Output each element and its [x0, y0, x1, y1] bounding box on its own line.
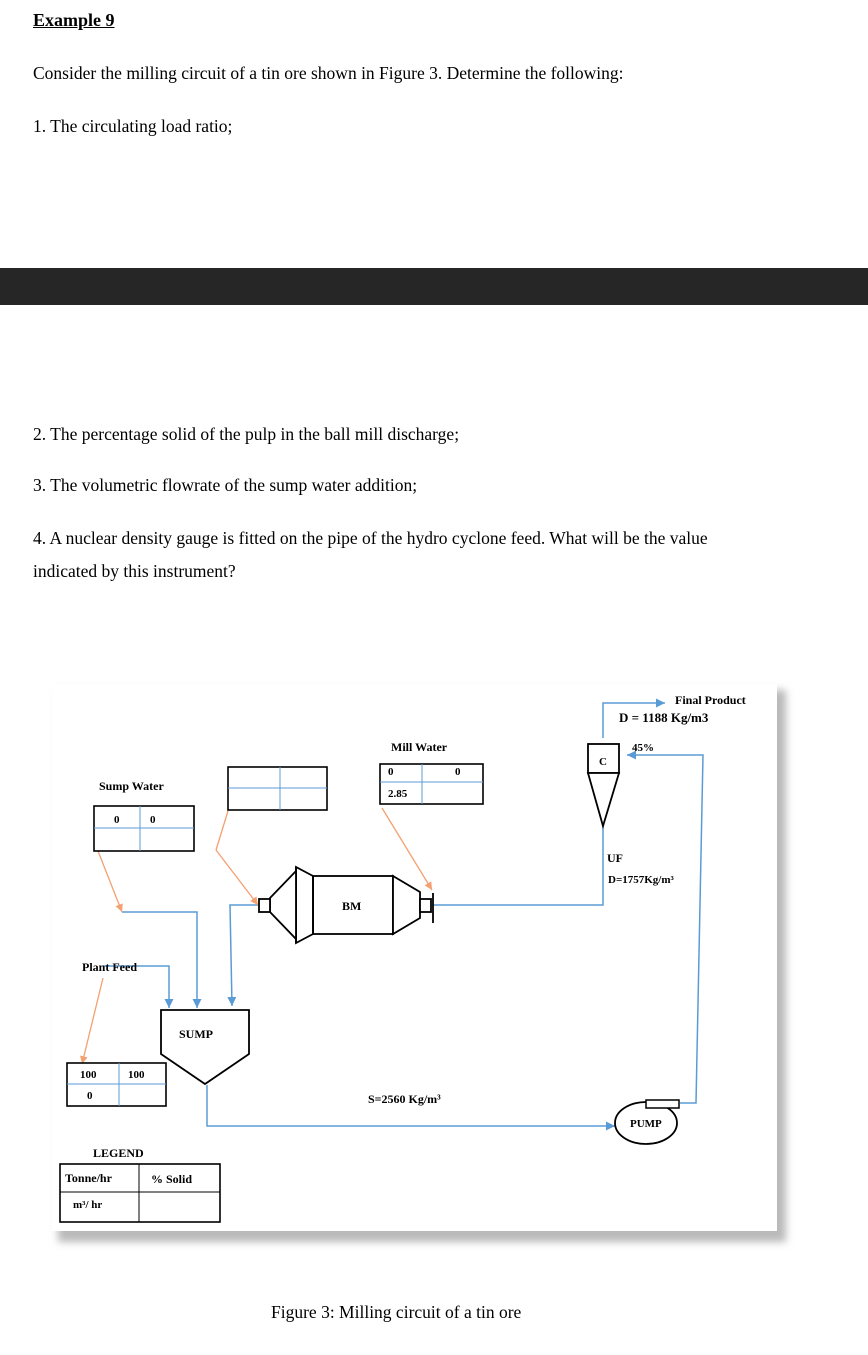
- legend-solid: % Solid: [151, 1172, 192, 1186]
- plant-feed-pipe: [103, 965, 174, 1008]
- figure-caption: Figure 3: Milling circuit of a tin ore: [271, 1302, 522, 1322]
- legend-m3: m³/ hr: [73, 1199, 102, 1211]
- ball-mill-label: BM: [342, 899, 361, 913]
- mill-trunnion-left: [258, 898, 271, 913]
- legend-box: [59, 1163, 221, 1223]
- final-density-label: D = 1188 Kg/m3: [619, 710, 709, 725]
- question-1: 1. The circulating load ratio;: [33, 116, 233, 136]
- question-4: 4. A nuclear density gauge is fitted on …: [33, 528, 708, 548]
- underflow-density-label: D=1757Kg/m³: [608, 874, 674, 886]
- cyclone-cone: [586, 772, 621, 830]
- hydrocyclone: [586, 743, 621, 830]
- question-4-continued: indicated by this instrument?: [33, 561, 236, 581]
- mill-water-label: Mill Water: [391, 740, 448, 754]
- ore-density-label: S=2560 Kg/m³: [368, 1092, 441, 1106]
- mill-discharge-pipe: [227, 904, 258, 1007]
- sump-water-tonne: 0: [114, 814, 120, 826]
- sump-to-pump-pipe: [206, 1085, 615, 1131]
- plant-feed-solid: 100: [128, 1069, 145, 1081]
- mill-water-tonne: 0: [388, 766, 394, 778]
- legend-tonne: Tonne/hr: [65, 1171, 113, 1185]
- cyclone-label: C: [599, 756, 607, 768]
- final-product-label: Final Product: [675, 693, 746, 707]
- stream-lines: [80, 807, 433, 1065]
- mill-water-line: [381, 807, 433, 891]
- sump-water-line: [97, 850, 123, 913]
- mill-right-cone: [392, 874, 421, 936]
- legend-title: LEGEND: [93, 1146, 144, 1160]
- legend-dividers: [60, 1164, 220, 1222]
- underflow-label: UF: [607, 851, 623, 865]
- ball-mill: [258, 865, 434, 945]
- plant-feed-line: [80, 977, 104, 1065]
- mill-left-cone: [295, 865, 314, 945]
- mill-water-box: [379, 763, 484, 805]
- pipes: [103, 698, 704, 1131]
- cyclone-feed-pipe: [627, 750, 704, 1104]
- mill-trunnion-right: [419, 898, 432, 913]
- plant-feed-label: Plant Feed: [82, 960, 137, 974]
- sump-tank: [160, 1009, 250, 1086]
- plant-feed-m3: 0: [87, 1090, 93, 1102]
- sump-water-solid: 0: [150, 814, 156, 826]
- discharge-line-b: [215, 849, 259, 906]
- intro-text: Consider the milling circuit of a tin or…: [33, 63, 624, 83]
- sump-label: SUMP: [179, 1027, 213, 1041]
- pump-label: PUMP: [630, 1118, 662, 1130]
- question-3: 3. The volumetric flowrate of the sump w…: [33, 475, 418, 495]
- pump: [614, 1099, 680, 1145]
- mill-shell: [312, 875, 394, 935]
- mill-water-solid: 0: [455, 766, 461, 778]
- final-product-pipe: [602, 698, 665, 738]
- sump-water-label: Sump Water: [99, 779, 164, 793]
- mill-water-m3: 2.85: [388, 788, 408, 800]
- box-dividers: [67, 764, 483, 1106]
- sump-water-pipe: [122, 911, 202, 1008]
- discharge-line-a: [215, 810, 229, 851]
- overflow-percent-label: 45%: [632, 742, 654, 754]
- example-heading: Example 9: [33, 10, 115, 30]
- cyclone-head: [587, 743, 620, 774]
- plant-feed-tonne: 100: [80, 1069, 97, 1081]
- redaction-bar: [0, 268, 868, 305]
- question-2: 2. The percentage solid of the pulp in t…: [33, 424, 460, 444]
